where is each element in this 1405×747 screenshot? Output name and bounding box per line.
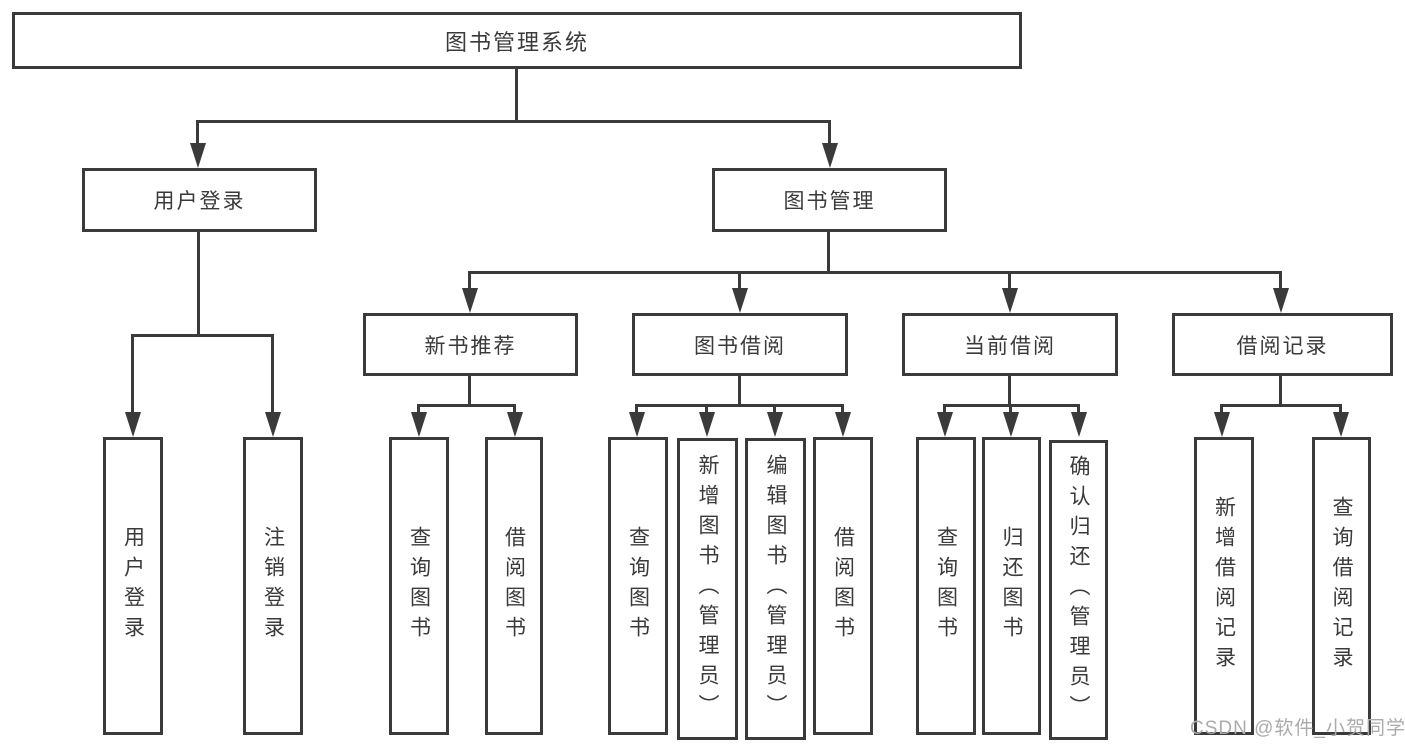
leaf-current-return-books-label: 归还图书 (1000, 526, 1023, 646)
leaf-recommend-borrow-books-label: 借阅图书 (502, 526, 526, 646)
connector-line (1279, 376, 1282, 406)
connector-arrowhead (411, 412, 427, 437)
group-book-borrowing-box: 图书借阅 (632, 313, 848, 376)
connector-line (513, 404, 516, 416)
connector-arrowhead (699, 412, 715, 437)
connector-arrowhead (732, 288, 748, 313)
leaf-user-login-box: 用户登录 (103, 437, 163, 735)
connector-arrowhead (507, 412, 523, 437)
group-book-borrowing-label: 图书借阅 (694, 334, 786, 358)
group-borrowing-records-box: 借阅记录 (1172, 313, 1393, 376)
connector-arrowhead (937, 412, 953, 437)
leaf-records-query-record-box: 查询借阅记录 (1312, 437, 1371, 735)
connector-arrowhead (835, 412, 851, 437)
connector-line (944, 404, 1080, 407)
connector-line (468, 271, 471, 293)
leaf-current-confirm-return-admin-label: 确认归还（管理员） (1067, 455, 1090, 725)
leaf-borrowing-query-books-box: 查询图书 (608, 437, 668, 735)
connector-line (417, 404, 420, 416)
leaf-borrowing-query-books-label: 查询图书 (626, 526, 650, 646)
connector-arrowhead (1071, 412, 1087, 437)
group-new-book-recommendation-box: 新书推荐 (363, 313, 578, 376)
branch-user-login-box: 用户登录 (82, 168, 317, 232)
leaf-borrowing-add-books-admin-label: 新增图书（管理员） (696, 454, 719, 724)
connector-line (468, 376, 471, 406)
connector-line (828, 120, 831, 148)
connector-arrowhead (1002, 288, 1018, 313)
connector-line (197, 232, 200, 336)
connector-line (1008, 271, 1011, 293)
system-root-box: 图书管理系统 (12, 12, 1022, 69)
connector-arrowhead (1003, 412, 1019, 437)
system-root-label: 图书管理系统 (444, 29, 589, 55)
connector-arrowhead (767, 412, 783, 437)
connector-line (132, 334, 274, 337)
leaf-recommend-borrow-books-box: 借阅图书 (485, 437, 543, 735)
connector-line (943, 404, 946, 416)
connector-arrowhead (822, 143, 838, 168)
connector-line (635, 404, 638, 416)
connector-line (1279, 271, 1282, 293)
connector-line (1077, 404, 1080, 416)
leaf-logout-label: 注销登录 (261, 526, 285, 646)
connector-line (1221, 404, 1342, 407)
leaf-borrowing-add-books-admin-box: 新增图书（管理员） (677, 438, 738, 740)
connector-arrowhead (462, 288, 478, 313)
connector-line (738, 376, 741, 406)
connector-line (196, 120, 199, 148)
leaf-current-confirm-return-admin-box: 确认归还（管理员） (1049, 440, 1108, 740)
leaf-current-return-books-box: 归还图书 (982, 437, 1041, 735)
leaf-recommend-query-books-box: 查询图书 (389, 437, 449, 735)
connector-arrowhead (190, 143, 206, 168)
connector-line (1339, 404, 1342, 416)
leaf-recommend-query-books-label: 查询图书 (407, 526, 431, 646)
leaf-borrowing-edit-books-admin-label: 编辑图书（管理员） (764, 454, 787, 724)
connector-arrowhead (629, 412, 645, 437)
leaf-records-query-record-label: 查询借阅记录 (1330, 496, 1353, 676)
connector-arrowhead (125, 412, 141, 437)
leaf-records-add-record-box: 新增借阅记录 (1194, 437, 1254, 735)
connector-line (131, 334, 134, 416)
connector-line (773, 404, 776, 416)
connector-line (271, 334, 274, 416)
leaf-current-query-books-label: 查询图书 (934, 526, 958, 646)
connector-line (468, 271, 1282, 274)
leaf-borrowing-borrow-books-box: 借阅图书 (813, 437, 873, 735)
group-current-borrowing-box: 当前借阅 (902, 313, 1118, 376)
connector-arrowhead (1333, 412, 1349, 437)
leaf-borrowing-edit-books-admin-box: 编辑图书（管理员） (745, 438, 806, 740)
leaf-borrowing-borrow-books-label: 借阅图书 (831, 526, 855, 646)
connector-line (197, 120, 831, 123)
connector-line (1009, 404, 1012, 416)
connector-line (705, 404, 708, 416)
connector-line (418, 404, 516, 407)
group-current-borrowing-label: 当前借阅 (964, 334, 1056, 358)
branch-user-login-label: 用户登录 (153, 190, 246, 213)
connector-line (841, 404, 844, 416)
connector-line (515, 68, 518, 123)
connector-line (738, 271, 741, 293)
group-new-book-recommendation-label: 新书推荐 (424, 334, 517, 358)
connector-line (636, 404, 844, 407)
leaf-user-login-label: 用户登录 (121, 526, 145, 646)
branch-book-management-box: 图书管理 (712, 168, 947, 232)
connector-line (827, 232, 830, 273)
connector-arrowhead (1214, 412, 1230, 437)
group-borrowing-records-label: 借阅记录 (1236, 334, 1329, 358)
connector-arrowhead (1273, 288, 1289, 313)
connector-arrowhead (265, 412, 281, 437)
leaf-logout-box: 注销登录 (243, 437, 303, 735)
csdn-watermark: CSDN @软件_小贺同学 (1190, 718, 1405, 739)
leaf-records-add-record-label: 新增借阅记录 (1212, 496, 1236, 676)
connector-line (1008, 376, 1011, 406)
branch-book-management-label: 图书管理 (783, 190, 876, 213)
leaf-current-query-books-box: 查询图书 (916, 437, 976, 735)
connector-line (1220, 404, 1223, 416)
